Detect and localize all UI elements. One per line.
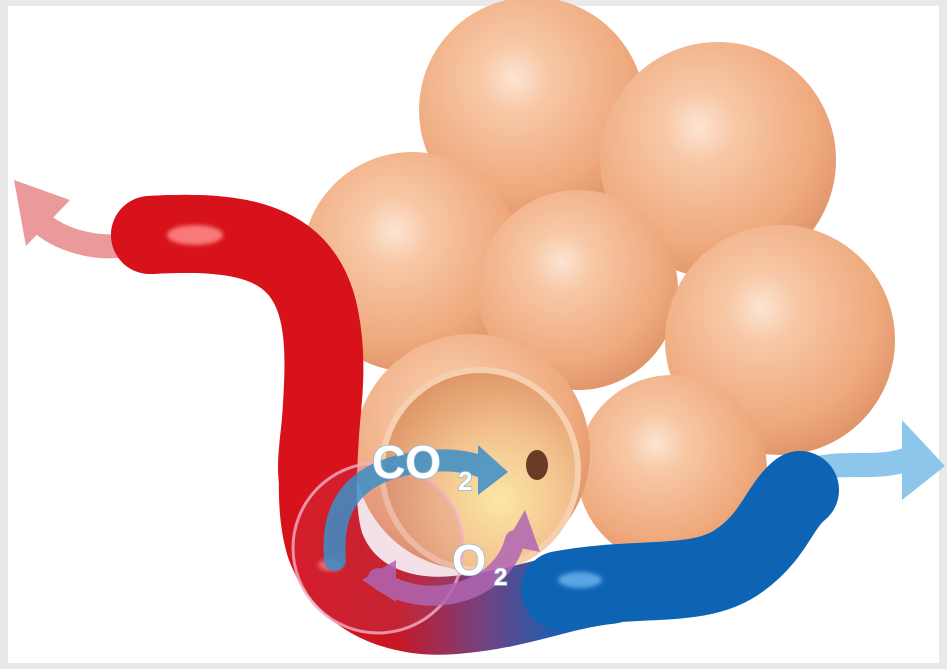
exchange-zone-overlay xyxy=(293,463,463,633)
co2-label-subscript: 2 xyxy=(458,466,472,496)
co2-label-main: CO xyxy=(372,436,441,488)
o2-label-main: O xyxy=(452,536,486,585)
o2-label-subscript: 2 xyxy=(494,564,507,591)
